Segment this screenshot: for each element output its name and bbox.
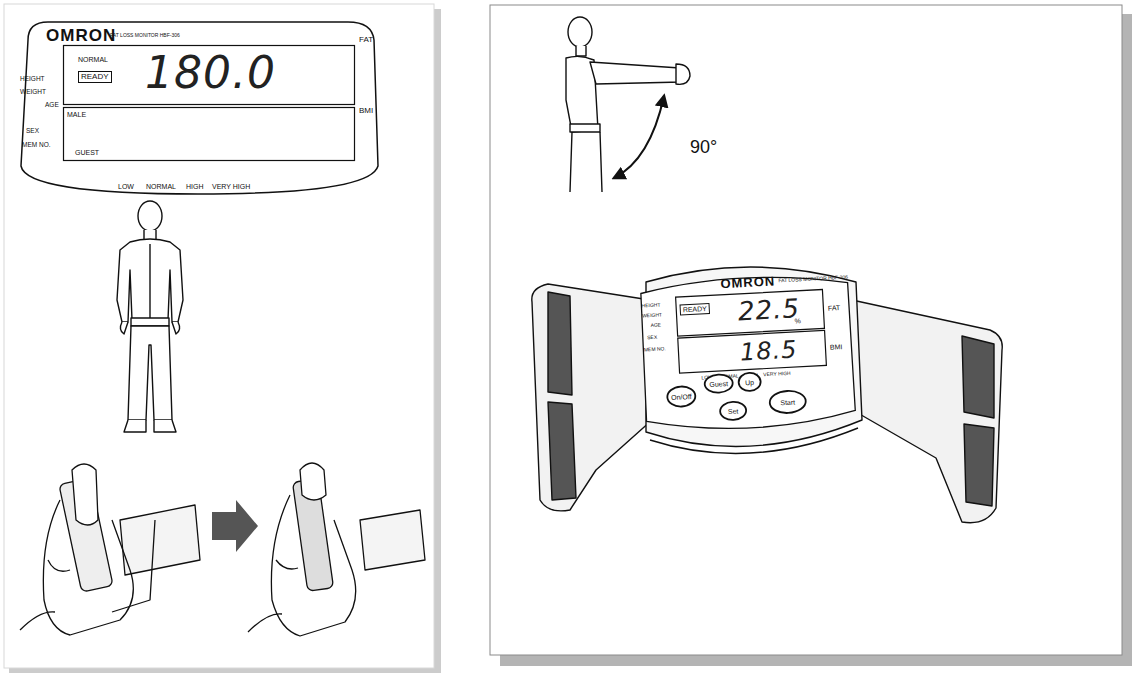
display-label: NORMAL xyxy=(78,56,108,63)
outline-shape xyxy=(63,107,355,161)
display-label: WEIGHT xyxy=(20,89,46,96)
brand-logo: OMRON xyxy=(720,274,775,290)
display-label: READY xyxy=(78,71,112,83)
display-label: HEIGHT xyxy=(20,76,45,83)
display-label: VERY HIGH xyxy=(212,183,250,190)
angle-label: 90° xyxy=(690,138,717,156)
button-circle: Start xyxy=(768,389,807,415)
lcd-panel: 18.5BMI xyxy=(677,330,827,374)
button-label: Set xyxy=(719,400,748,421)
display-label: AGE xyxy=(45,102,59,109)
display-label: FAT xyxy=(359,36,373,44)
display-label: LOW xyxy=(118,183,134,190)
lcd-reading: 180.0 xyxy=(145,51,276,95)
lcd-reading: 18.5 xyxy=(739,337,798,364)
button-circle: Guest xyxy=(703,373,734,395)
button-label: On/Off xyxy=(666,385,697,409)
lcd-reading: 22.5 xyxy=(737,295,800,324)
display-label: NORMAL xyxy=(146,183,176,190)
display-label: % xyxy=(794,317,801,324)
brand-logo: OMRON xyxy=(46,27,116,44)
display-label: FAT xyxy=(828,304,841,312)
display-label: SEX xyxy=(26,128,39,135)
display-label: HIGH xyxy=(186,183,204,190)
lcd-panel: NORMALREADY180.0FAT xyxy=(63,45,355,105)
display-label: BMI xyxy=(830,343,843,351)
button-circle: Set xyxy=(719,400,748,421)
display-label: WEIGHT xyxy=(642,312,662,318)
lcd-panel: READY22.5%FAT xyxy=(675,289,825,337)
display-label: GUEST xyxy=(75,149,99,156)
display-label: BMI xyxy=(359,107,373,115)
display-housing: OMRONFAT LOSS MONITOR HBF-306HEIGHTWEIGH… xyxy=(636,262,859,438)
button-label: Start xyxy=(768,389,807,415)
display-label: MALE xyxy=(67,111,86,118)
display-label: READY xyxy=(679,303,710,316)
lcd-panel: MALEGUESTBMI xyxy=(63,107,355,161)
display-housing: OMRONFAT LOSS MONITOR HBF-306HEIGHT WEIGH… xyxy=(18,18,380,196)
display-label: FAT LOSS MONITOR HBF-306 xyxy=(110,33,180,38)
button-circle: On/Off xyxy=(666,385,697,409)
display-label: MEM NO. xyxy=(22,142,51,149)
display-label: AGE xyxy=(650,322,661,328)
display-label: SEX xyxy=(647,335,657,341)
display-label: HEIGHT xyxy=(641,303,660,309)
button-circle: Up xyxy=(737,371,762,392)
button-label: Up xyxy=(737,371,762,392)
button-label: Guest xyxy=(703,373,734,395)
